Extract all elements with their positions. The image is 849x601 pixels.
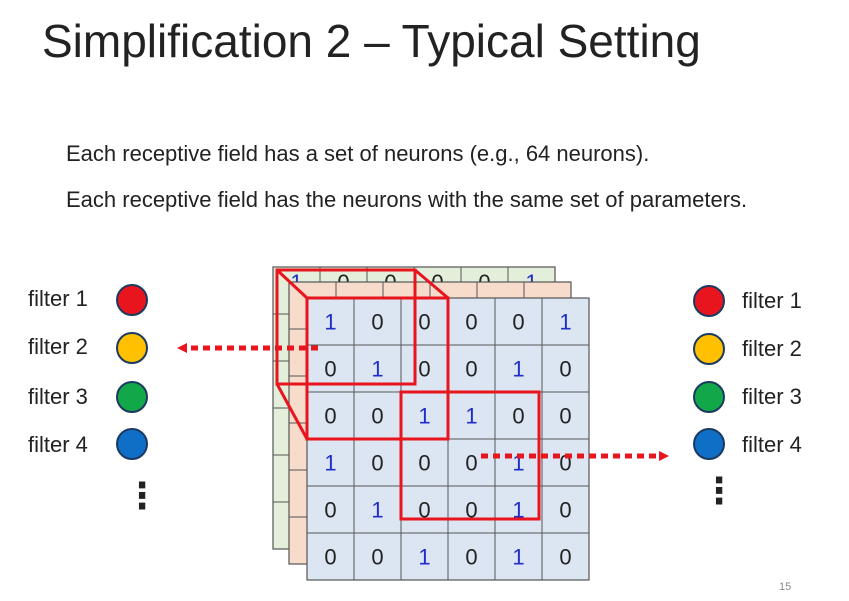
grid-cell-value: 1 xyxy=(559,310,571,335)
page-number: 15 xyxy=(779,581,792,593)
filter-label: filter 2 xyxy=(742,336,802,361)
filter-label: filter 3 xyxy=(742,384,802,409)
grid-cell-value: 0 xyxy=(559,357,571,382)
yellow-circle-icon xyxy=(116,332,148,364)
filter-label: filter 1 xyxy=(742,288,802,313)
grid-cell-value: 0 xyxy=(324,498,336,523)
arrows xyxy=(177,343,669,461)
green-circle-icon xyxy=(116,381,148,413)
filter-label: filter 2 xyxy=(28,334,88,359)
slide-title: Simplification 2 – Typical Setting xyxy=(42,15,701,67)
vertical-ellipsis-icon: ⋮ xyxy=(701,470,737,511)
green-circle-icon xyxy=(693,381,725,413)
grid-cell-value: 1 xyxy=(512,545,524,570)
grid-cell-value: 1 xyxy=(324,310,336,335)
grid-cell-value: 0 xyxy=(559,545,571,570)
grid-cell-value: 0 xyxy=(418,451,430,476)
grid-cell-value: 1 xyxy=(371,357,383,382)
grid-cell-value: 1 xyxy=(512,498,524,523)
vertical-ellipsis-icon: ⋮ xyxy=(124,475,160,516)
receptive-field-highlights xyxy=(275,268,541,521)
blue-circle-icon xyxy=(693,428,725,460)
grid-cell-value: 1 xyxy=(324,451,336,476)
cube-edge xyxy=(275,383,309,440)
grid-cell-value: 1 xyxy=(418,404,430,429)
grid-cell-value: 0 xyxy=(512,310,524,335)
grid-cell-value: 0 xyxy=(559,498,571,523)
bullet-text-1: Each receptive field has a set of neuron… xyxy=(66,141,650,166)
grid-cell-value: 0 xyxy=(371,310,383,335)
receptive-field-box xyxy=(399,390,541,521)
bullet-text-2: Each receptive field has the neurons wit… xyxy=(66,187,748,212)
grid-cell-value: 0 xyxy=(371,451,383,476)
yellow-circle-icon xyxy=(693,333,725,365)
grid-cell-value: 1 xyxy=(418,545,430,570)
filter-label: filter 3 xyxy=(28,384,88,409)
grid-cell-value: 0 xyxy=(418,310,430,335)
grid-cell-value: 0 xyxy=(324,545,336,570)
grid-cell-value: 0 xyxy=(324,404,336,429)
grid-cell-value: 1 xyxy=(371,498,383,523)
grid-cell-value: 0 xyxy=(324,357,336,382)
grid-cell-value: 0 xyxy=(418,498,430,523)
grid-cell-value: 0 xyxy=(371,404,383,429)
grid-cell-value: 0 xyxy=(465,357,477,382)
grid-cell-value: 0 xyxy=(465,451,477,476)
grid-cell-value: 0 xyxy=(371,545,383,570)
cube-edge xyxy=(414,268,449,300)
filter-label: filter 1 xyxy=(28,286,88,311)
grid-cell-value: 0 xyxy=(465,545,477,570)
grid-cell-value: 1 xyxy=(465,404,477,429)
blue-circle-icon xyxy=(116,428,148,460)
grid-cell-value: 0 xyxy=(512,404,524,429)
grid-cell-value: 1 xyxy=(512,357,524,382)
grid-cell-value: 0 xyxy=(465,310,477,335)
receptive-field-box xyxy=(305,296,450,441)
grid-cell-value: 0 xyxy=(465,498,477,523)
grid-cell-value: 0 xyxy=(418,357,430,382)
grid-cell-value: 0 xyxy=(559,404,571,429)
red-circle-icon xyxy=(693,285,725,317)
receptive-field-box xyxy=(275,268,417,386)
red-circle-icon xyxy=(116,284,148,316)
cube-edge xyxy=(275,268,309,300)
filter-label: filter 4 xyxy=(742,432,802,457)
filter-label: filter 4 xyxy=(28,432,88,457)
